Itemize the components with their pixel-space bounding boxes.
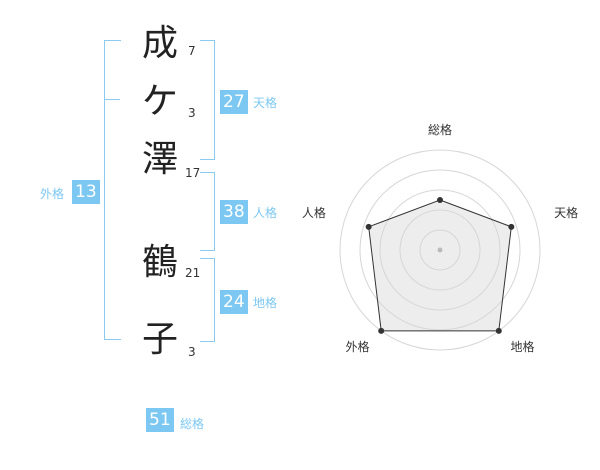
radar-center (437, 247, 443, 253)
jinkaku-label: 人格 (253, 206, 278, 220)
radar-ring (419, 229, 461, 271)
radar-point-2 (508, 223, 515, 230)
radar-point-4 (378, 327, 385, 334)
name-char-4: 鶴 (141, 242, 178, 283)
stroke-count-1: 7 (188, 44, 196, 58)
name-char-1: 成 (141, 23, 178, 64)
radar-ring (379, 189, 501, 311)
radar-point-3 (495, 327, 502, 334)
tenkaku-label: 天格 (253, 96, 278, 110)
name-char-2: ケ (141, 81, 178, 122)
stroke-count-3: 17 (185, 166, 201, 180)
radar-ring (399, 209, 481, 291)
radar-axis-label: 人格 (302, 205, 326, 220)
gaikaku-bracket-tick (104, 99, 120, 100)
radar-area (368, 199, 512, 332)
radar-axis-label: 外格 (345, 339, 369, 354)
name-char-3: 澤 (141, 139, 178, 180)
soukaku-label: 総格 (180, 417, 205, 431)
soukaku-score-box: 51 (146, 408, 174, 432)
tenkaku-score-box: 27 (220, 90, 248, 114)
jinkaku-bracket (200, 172, 215, 251)
radar-ring (359, 169, 521, 331)
radar-point-5 (365, 223, 372, 230)
tenkaku-bracket (200, 40, 215, 160)
radar-point-1 (437, 197, 443, 203)
gaikaku-label: 外格 (40, 187, 65, 201)
stroke-count-5: 3 (188, 345, 196, 359)
radar-axis-label: 総格 (428, 122, 452, 137)
radar-points (365, 197, 515, 334)
chikaku-score-box: 24 (220, 290, 248, 314)
stroke-count-4: 21 (185, 266, 201, 280)
chikaku-label: 地格 (253, 296, 278, 310)
radar-axis-label: 地格 (511, 339, 535, 354)
radar-axis-label: 天格 (554, 205, 578, 220)
gaikaku-bracket (104, 40, 121, 340)
jinkaku-score-box: 38 (220, 200, 248, 224)
name-char-5: 子 (141, 319, 178, 360)
chikaku-bracket (200, 258, 215, 342)
radar-polygon (368, 199, 512, 332)
gaikaku-score-box: 13 (72, 180, 100, 204)
stroke-count-2: 3 (188, 106, 196, 120)
